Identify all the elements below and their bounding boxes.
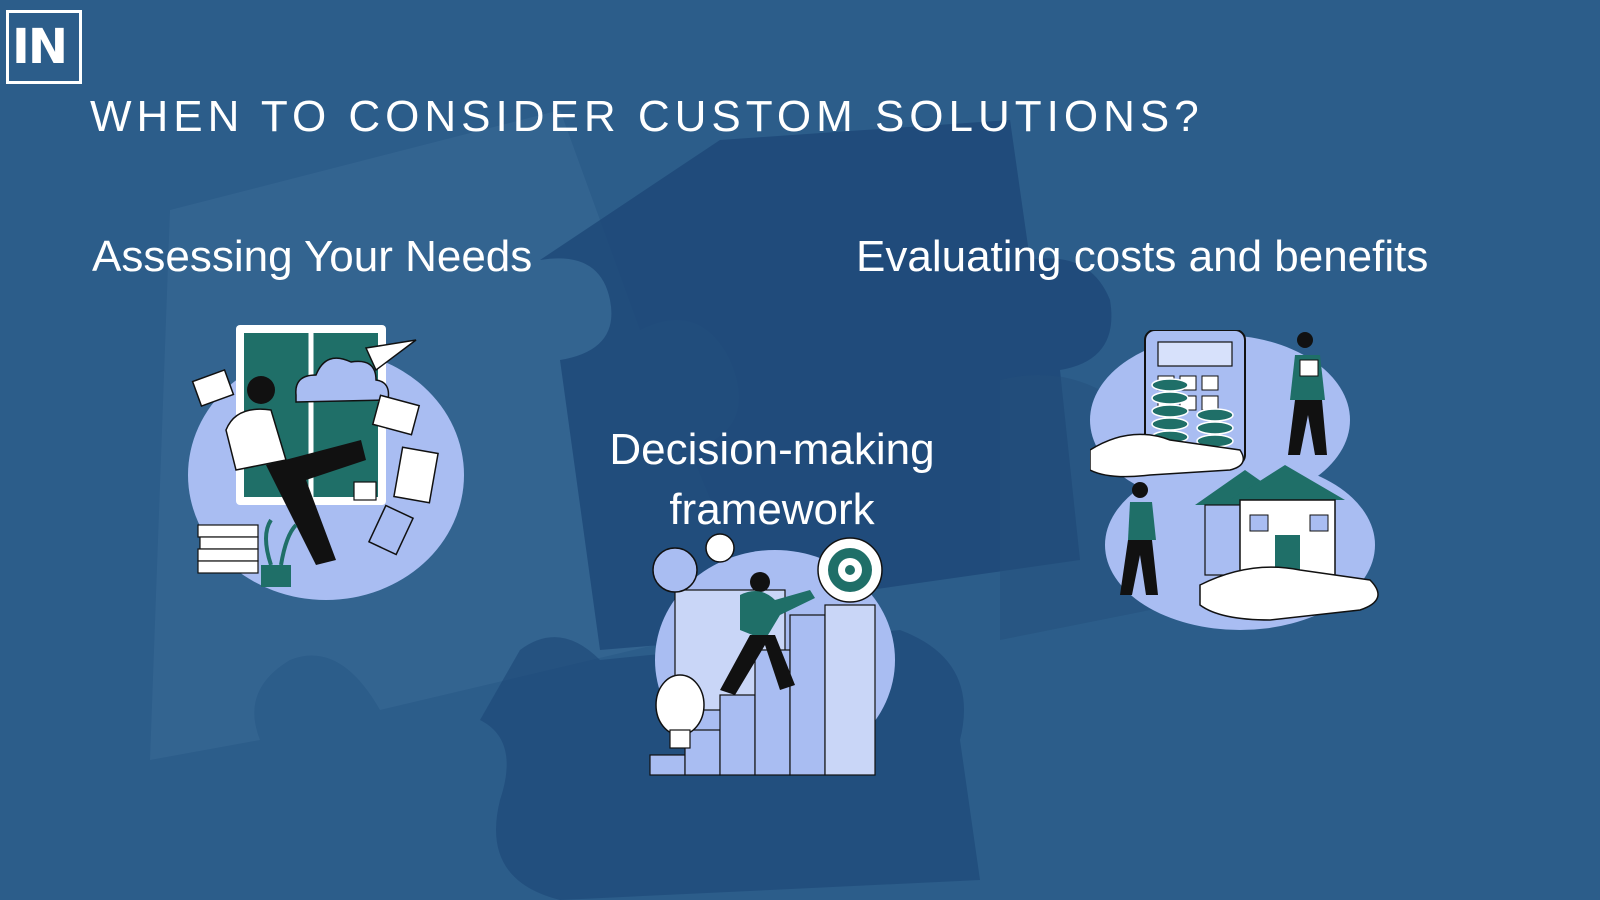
logo-text: IN	[12, 19, 68, 75]
brand-logo: IN	[6, 10, 82, 84]
person-climbing-bar-chart-target-illustration	[649, 533, 895, 776]
heading-evaluating-costs: Evaluating costs and benefits	[856, 232, 1429, 281]
calculator-house-coins-illustration	[1090, 330, 1379, 630]
heading-decision-making: Decision-making framework	[609, 425, 935, 534]
page-title: WHEN TO CONSIDER CUSTOM SOLUTIONS?	[90, 92, 1204, 141]
person-working-laptop-illustration	[188, 325, 464, 600]
heading-assessing-needs: Assessing Your Needs	[92, 232, 533, 281]
